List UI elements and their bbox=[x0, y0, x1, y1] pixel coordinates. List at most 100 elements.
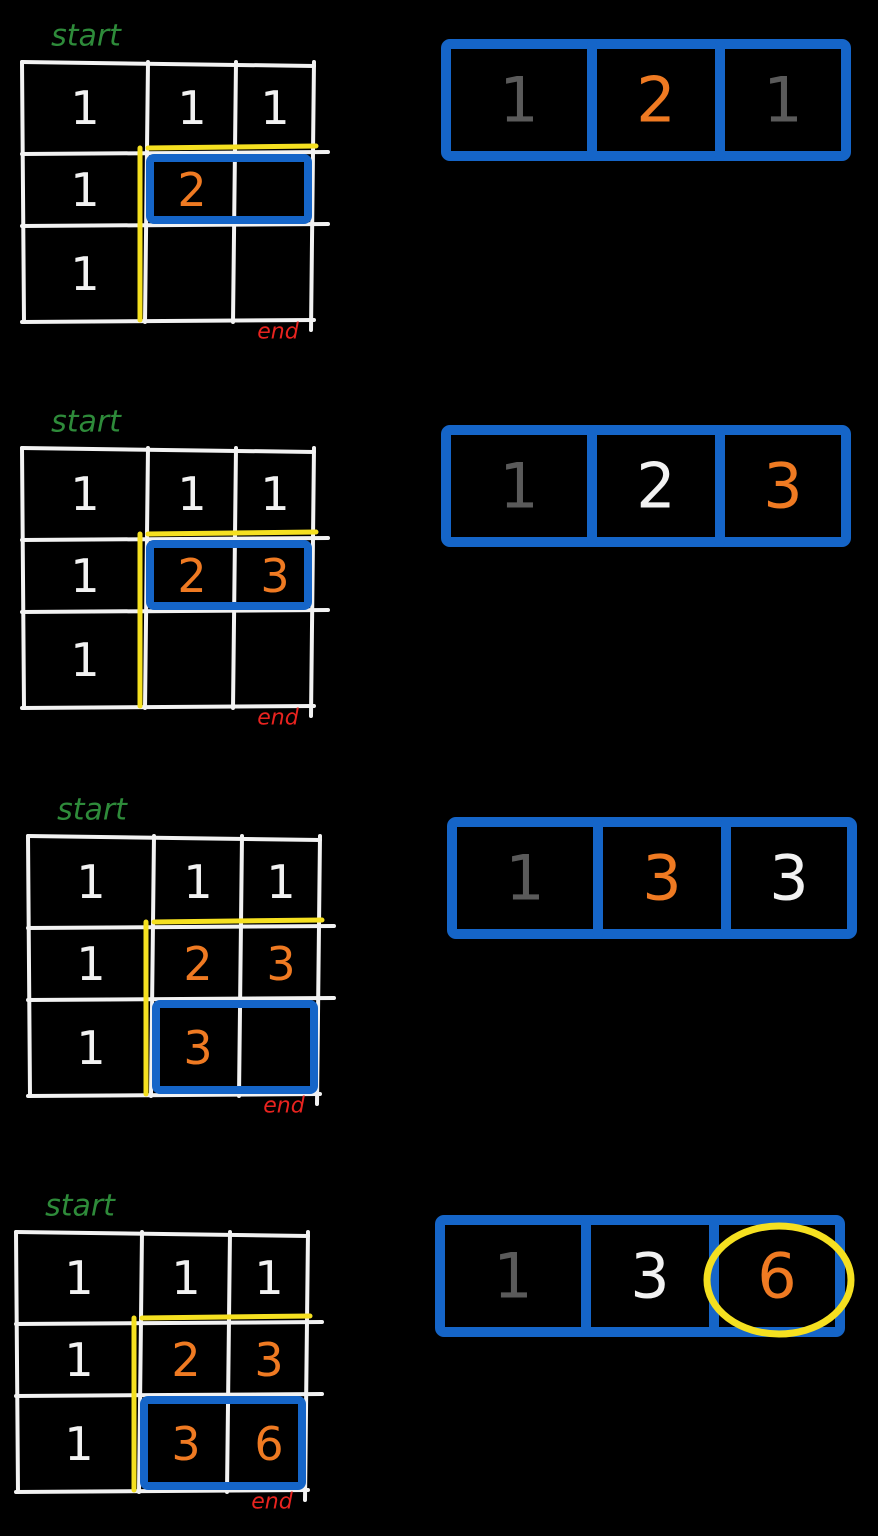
dp-array-value: 3 bbox=[642, 842, 681, 915]
answer-circle bbox=[703, 1222, 855, 1338]
grid-line-v bbox=[26, 834, 32, 1098]
grid-line-h bbox=[20, 60, 316, 68]
grid bbox=[20, 60, 330, 332]
grid-line-h bbox=[26, 834, 322, 842]
dp-array: 1 2 3 bbox=[441, 425, 851, 547]
highlight-top bbox=[145, 529, 319, 537]
grid-cell-value: 3 bbox=[183, 1021, 212, 1075]
grid-line-h bbox=[26, 1092, 322, 1098]
dp-array-value: 1 bbox=[499, 64, 538, 137]
grid-cell-value: 1 bbox=[177, 81, 206, 135]
start-label: start bbox=[45, 1189, 116, 1224]
grid-line-h bbox=[14, 1230, 310, 1238]
grid-line-v bbox=[20, 446, 26, 710]
grid-line-v bbox=[14, 1230, 20, 1494]
grid-cell-value: 3 bbox=[171, 1417, 200, 1471]
dp-array-value: 1 bbox=[505, 842, 544, 915]
start-label: start bbox=[57, 793, 128, 828]
grid-cell-value: 1 bbox=[70, 81, 99, 135]
grid-cell-value: 1 bbox=[70, 467, 99, 521]
grid-cell-value: 1 bbox=[70, 549, 99, 603]
grid-line-v bbox=[231, 60, 238, 324]
grid-line-v bbox=[231, 446, 238, 710]
dp-array: 1 3 3 bbox=[447, 817, 857, 939]
grid bbox=[20, 446, 330, 718]
grid-cell-value: 6 bbox=[254, 1417, 283, 1471]
grid-line-v bbox=[309, 446, 316, 718]
grid-line-v bbox=[237, 834, 244, 1098]
grid-line-v bbox=[225, 1230, 232, 1494]
dp-array-value: 2 bbox=[636, 450, 675, 523]
grid-line-h bbox=[26, 996, 336, 1002]
grid-cell-value: 1 bbox=[76, 1021, 105, 1075]
current-row-box bbox=[140, 1396, 306, 1490]
grid-cell-value: 1 bbox=[64, 1417, 93, 1471]
dp-array-value: 1 bbox=[493, 1240, 532, 1313]
end-label: end bbox=[263, 1094, 305, 1119]
grid-line-h bbox=[20, 150, 330, 156]
grid-cell-value: 1 bbox=[70, 247, 99, 301]
grid-cell-value: 3 bbox=[260, 549, 289, 603]
dp-array-border bbox=[447, 817, 857, 939]
highlight-top bbox=[145, 143, 319, 151]
current-row-box bbox=[146, 154, 312, 224]
dp-array-value: 2 bbox=[636, 64, 675, 137]
dp-array-border bbox=[435, 1215, 845, 1337]
end-label: end bbox=[251, 1490, 293, 1515]
grid-cell-value: 3 bbox=[266, 937, 295, 991]
grid-line-h bbox=[14, 1392, 324, 1398]
start-label: start bbox=[51, 405, 122, 440]
grid-line-h bbox=[20, 318, 316, 324]
highlight-top bbox=[139, 1313, 313, 1321]
start-label: start bbox=[51, 19, 122, 54]
grid-line-h bbox=[20, 536, 330, 542]
grid-line-h bbox=[20, 704, 316, 710]
dp-array: 1 3 6 bbox=[435, 1215, 855, 1338]
grid-cell-value: 2 bbox=[183, 937, 212, 991]
current-row-box bbox=[152, 1000, 318, 1094]
grid-cell-value: 1 bbox=[70, 163, 99, 217]
grid-cell-value: 1 bbox=[76, 937, 105, 991]
dp-array-value: 6 bbox=[757, 1240, 796, 1313]
dp-array: 1 2 1 bbox=[441, 39, 851, 161]
dp-array-border bbox=[441, 39, 851, 161]
grid-cell-value: 1 bbox=[171, 1251, 200, 1305]
grid-cell-value: 1 bbox=[177, 467, 206, 521]
dp-array-value: 1 bbox=[499, 450, 538, 523]
grid-cell-value: 1 bbox=[64, 1333, 93, 1387]
grid-cell-value: 2 bbox=[177, 549, 206, 603]
grid-cell-value: 1 bbox=[76, 855, 105, 909]
grid-cell-value: 2 bbox=[177, 163, 206, 217]
grid-line-h bbox=[14, 1488, 310, 1494]
grid-line-h bbox=[20, 446, 316, 454]
grid-line-h bbox=[20, 608, 330, 614]
grid bbox=[14, 1230, 324, 1502]
grid-cell-value: 1 bbox=[70, 633, 99, 687]
grid-line-h bbox=[26, 924, 336, 930]
dp-array-border bbox=[441, 425, 851, 547]
grid-line-v bbox=[149, 834, 156, 1098]
grid-cell-value: 3 bbox=[254, 1333, 283, 1387]
grid-cell-value: 1 bbox=[183, 855, 212, 909]
grid-line-h bbox=[14, 1320, 324, 1326]
grid-cell-value: 1 bbox=[254, 1251, 283, 1305]
grid-cell-value: 1 bbox=[260, 467, 289, 521]
dp-array-value: 3 bbox=[769, 842, 808, 915]
dp-array-value: 3 bbox=[630, 1240, 669, 1313]
end-label: end bbox=[257, 320, 299, 345]
grid-line-v bbox=[137, 1230, 144, 1494]
grid-cell-value: 1 bbox=[260, 81, 289, 135]
end-label: end bbox=[257, 706, 299, 731]
grid-line-h bbox=[20, 222, 330, 228]
grid-line-v bbox=[309, 60, 316, 332]
dp-array-value: 3 bbox=[763, 450, 802, 523]
grid-cell-value: 1 bbox=[64, 1251, 93, 1305]
grid-line-v bbox=[20, 60, 26, 324]
highlight-top bbox=[151, 917, 325, 925]
current-row-box bbox=[146, 540, 312, 610]
dp-array-value: 1 bbox=[763, 64, 802, 137]
